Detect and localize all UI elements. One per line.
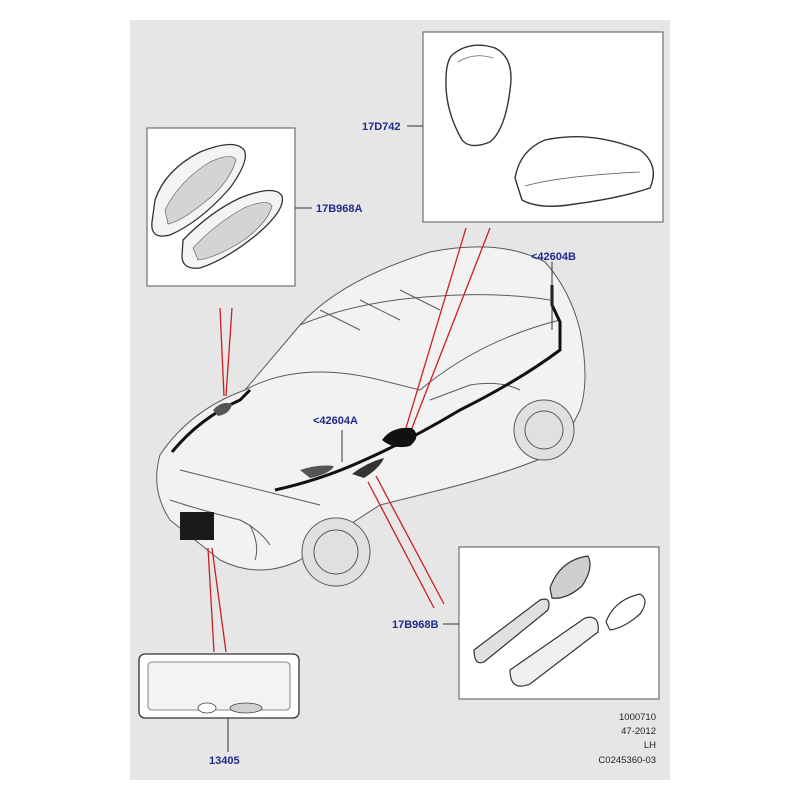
leader-lines — [207, 227, 491, 653]
callout-roof-stripe: <42604B — [531, 251, 576, 263]
detail-box-hood-vents — [146, 127, 312, 287]
detail-box-mirror-caps — [407, 31, 664, 223]
mirror-cap-upper — [445, 44, 512, 147]
stripe-leaders — [341, 262, 553, 462]
callout-mirror-caps: 17D742 — [362, 121, 401, 133]
detail-box-plate-surround — [138, 653, 300, 752]
side-indicator: LH — [643, 740, 656, 751]
drawing-id: C0245360-03 — [598, 755, 656, 766]
mirror-cap-lower — [514, 136, 654, 207]
date-code: 47-2012 — [621, 726, 656, 737]
callout-plate-surround: 13405 — [209, 755, 240, 767]
ref-number: 1000710 — [619, 712, 656, 723]
callout-side-vents: 17B968B — [392, 619, 439, 631]
vehicle-outline — [156, 246, 586, 587]
callout-hood-vents: 17B968A — [316, 203, 363, 215]
callout-hood-stripe: <42604A — [313, 415, 358, 427]
detail-box-side-vents — [443, 546, 660, 700]
vehicle-accessories — [170, 285, 562, 492]
